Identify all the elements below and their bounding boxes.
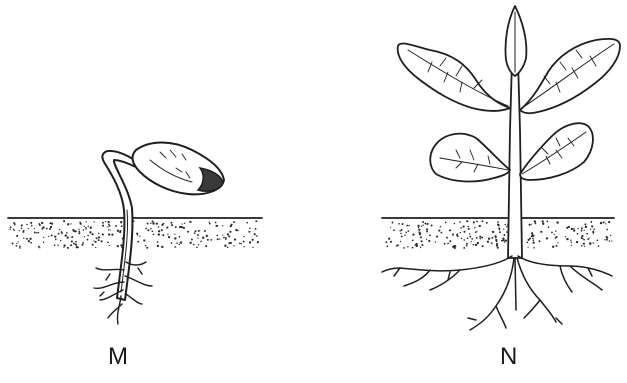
roots-n: [382, 256, 612, 330]
panel-n: [382, 6, 620, 330]
leaf-upper-right-n: [520, 39, 620, 113]
panel-m: [8, 143, 262, 325]
soil-n: [382, 218, 614, 249]
leaf-lower-right-n: [520, 123, 593, 180]
stem-n: [508, 60, 522, 258]
leaf-lower-left-n: [430, 134, 510, 182]
soil-m: [8, 218, 262, 249]
leaf-upper-left-n: [398, 43, 510, 111]
panel-label-n: N: [500, 343, 518, 371]
cotyledon-m: [133, 143, 224, 195]
soil-dots-m: [9, 220, 259, 249]
soil-dots-n: [385, 220, 612, 249]
panel-label-m: M: [108, 343, 129, 371]
terminal-leaf-n: [505, 6, 526, 76]
